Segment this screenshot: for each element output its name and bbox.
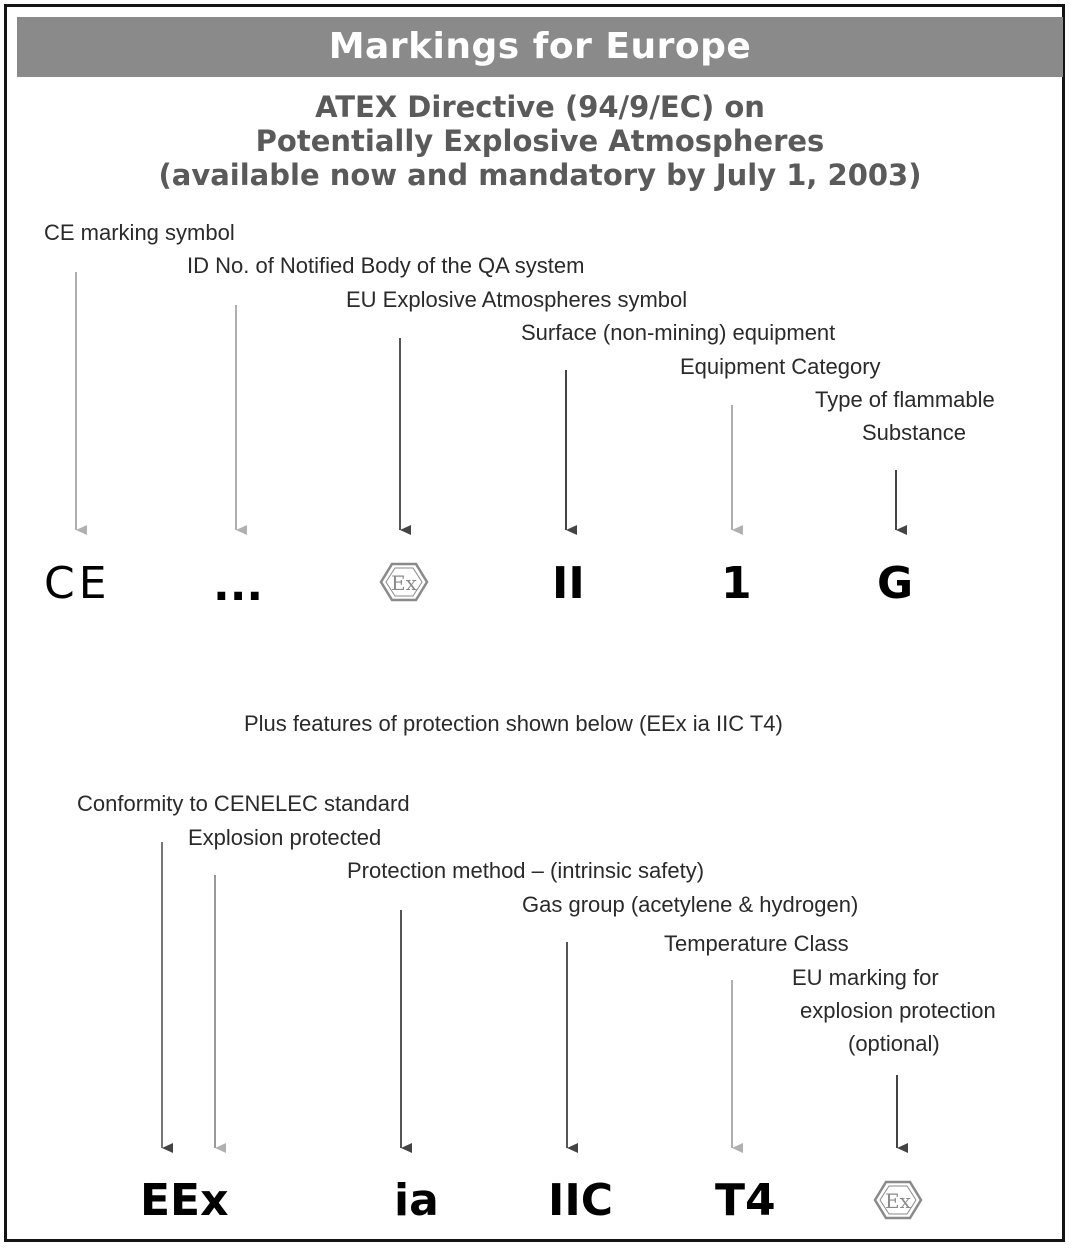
label-temperature-class: Temperature Class (664, 931, 849, 956)
diagram-frame (4, 4, 1065, 1242)
label-equipment-category: Equipment Category (680, 354, 881, 379)
label-optional: (optional) (848, 1031, 940, 1056)
label-cenelec: Conformity to CENELEC standard (77, 791, 410, 816)
iic-symbol: IIC (548, 1175, 614, 1226)
notified-body-placeholder: ... (213, 560, 264, 611)
substance-symbol: G (877, 558, 914, 609)
ex-optional-label: Ex (885, 1189, 912, 1213)
label-surface-equipment: Surface (non-mining) equipment (521, 320, 836, 345)
eex-symbol: EEx (140, 1175, 229, 1226)
label-explosion-protection: explosion protection (800, 998, 996, 1023)
ex-symbol-label: Ex (391, 571, 418, 595)
surface-equipment-symbol: II (552, 558, 585, 609)
subtitle-line-2: Potentially Explosive Atmospheres (255, 124, 825, 158)
label-eu-marking: EU marking for (792, 965, 939, 990)
ex-hexagon-icon-optional: Ex (873, 1180, 923, 1220)
label-eu-symbol: EU Explosive Atmospheres symbol (346, 287, 688, 312)
page-title: Markings for Europe (328, 26, 752, 67)
header-bar (17, 17, 1063, 77)
equipment-category-symbol: 1 (721, 558, 752, 609)
label-ce-marking: CE marking symbol (44, 220, 235, 245)
ce-mark-symbol: CE (44, 558, 111, 609)
label-gas-group: Gas group (acetylene & hydrogen) (522, 892, 859, 917)
label-notified-body: ID No. of Notified Body of the QA system (187, 253, 585, 278)
label-protection-method: Protection method – (intrinsic safety) (347, 858, 705, 883)
label-flammable-type: Type of flammable (815, 387, 995, 412)
label-explosion-protected: Explosion protected (188, 825, 382, 850)
t4-symbol: T4 (715, 1175, 776, 1226)
ia-symbol: ia (394, 1175, 439, 1226)
subtitle-line-3: (available now and mandatory by July 1, … (158, 158, 922, 192)
subtitle: ATEX Directive (94/9/EC) on Potentially … (17, 90, 1063, 192)
ex-hexagon-icon: Ex (379, 562, 429, 602)
plus-features-text: Plus features of protection shown below … (244, 711, 783, 736)
subtitle-line-1: ATEX Directive (94/9/EC) on (315, 90, 765, 124)
label-substance: Substance (862, 420, 966, 445)
